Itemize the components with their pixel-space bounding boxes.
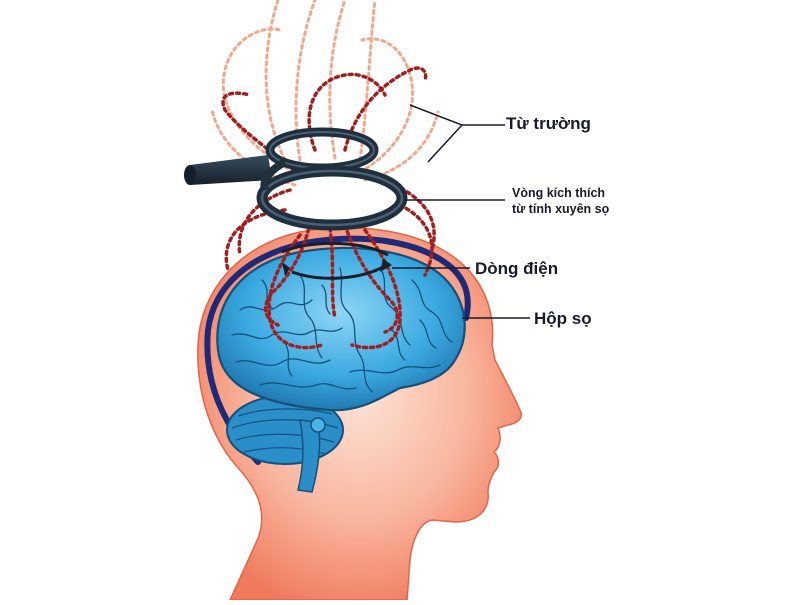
label-coil-line2: từ tính xuyên sọ [512,202,610,216]
label-current: Dòng điện [475,259,559,278]
tms-coil-icon [184,127,408,231]
label-coil-line1: Vòng kích thích [512,186,606,200]
label-skull: Hộp sọ [534,309,592,328]
cerebellum-icon [226,395,344,493]
magnetic-field-lines-outer [210,0,440,187]
leader-lines [392,104,530,319]
label-magnetic-field: Từ trường [506,114,591,133]
induced-current-arrow [281,241,392,280]
